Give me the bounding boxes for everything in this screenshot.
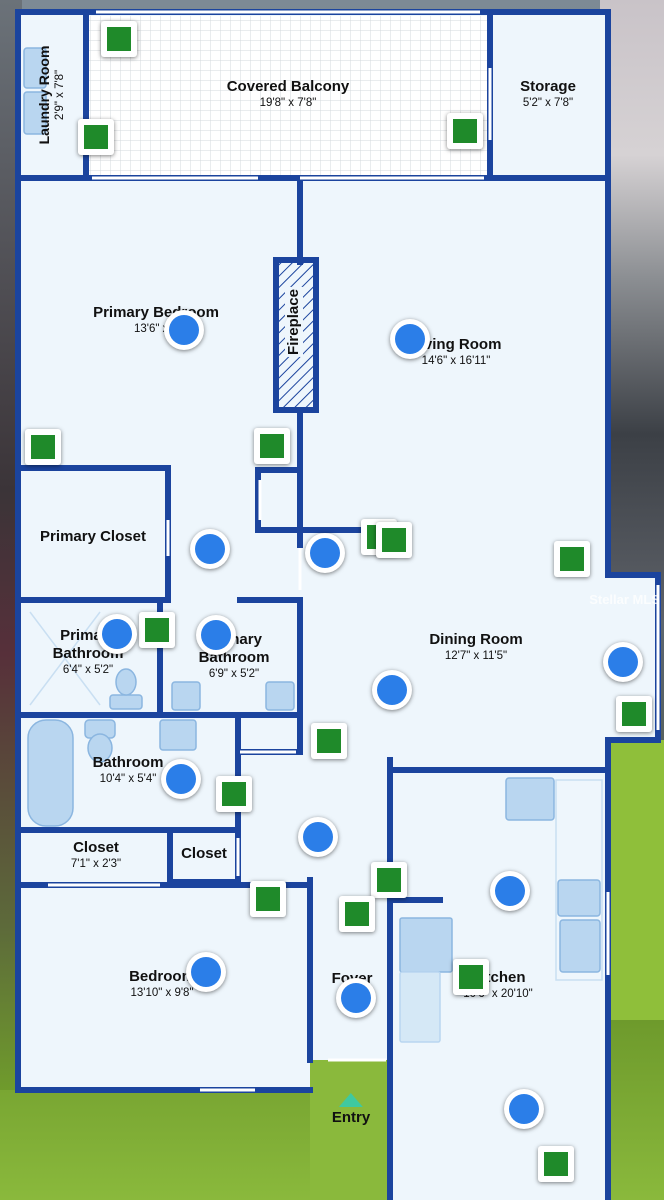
pano-marker[interactable] (190, 529, 230, 569)
pano-marker[interactable] (504, 1089, 544, 1129)
camera-icon (377, 868, 401, 892)
camera-icon (145, 618, 169, 642)
camera-icon (544, 1152, 568, 1176)
pano-marker[interactable] (603, 642, 643, 682)
photo-marker[interactable] (250, 881, 286, 917)
openings (48, 10, 660, 1092)
photo-marker[interactable] (554, 541, 590, 577)
photo-marker[interactable] (25, 429, 61, 465)
photo-marker[interactable] (339, 896, 375, 932)
photo-marker[interactable] (216, 776, 252, 812)
camera-icon (260, 434, 284, 458)
photo-marker[interactable] (453, 959, 489, 995)
photo-marker[interactable] (616, 696, 652, 732)
photo-marker[interactable] (538, 1146, 574, 1182)
pano-marker[interactable] (336, 978, 376, 1018)
pano-marker[interactable] (390, 319, 430, 359)
pano-dot-icon (509, 1094, 539, 1124)
camera-icon (256, 887, 280, 911)
camera-icon (459, 965, 483, 989)
pano-marker[interactable] (372, 670, 412, 710)
pano-dot-icon (341, 983, 371, 1013)
pano-marker[interactable] (305, 533, 345, 573)
pano-marker[interactable] (490, 871, 530, 911)
camera-icon (622, 702, 646, 726)
fixtures (23, 47, 603, 1043)
pano-marker[interactable] (196, 615, 236, 655)
pano-dot-icon (377, 675, 407, 705)
camera-icon (84, 125, 108, 149)
pano-dot-icon (102, 619, 132, 649)
camera-icon (345, 902, 369, 926)
pano-marker[interactable] (298, 817, 338, 857)
pano-marker[interactable] (161, 759, 201, 799)
pano-dot-icon (191, 957, 221, 987)
photo-marker[interactable] (311, 723, 347, 759)
fireplace (273, 257, 319, 413)
floors (18, 12, 658, 1200)
pano-dot-icon (395, 324, 425, 354)
pano-dot-icon (166, 764, 196, 794)
photo-marker[interactable] (254, 428, 290, 464)
photo-marker[interactable] (139, 612, 175, 648)
photo-marker[interactable] (78, 119, 114, 155)
pano-dot-icon (495, 876, 525, 906)
camera-icon (382, 528, 406, 552)
pano-dot-icon (201, 620, 231, 650)
pano-dot-icon (310, 538, 340, 568)
pano-dot-icon (303, 822, 333, 852)
camera-icon (107, 27, 131, 51)
photo-marker[interactable] (447, 113, 483, 149)
pano-dot-icon (169, 315, 199, 345)
camera-icon (222, 782, 246, 806)
camera-icon (560, 547, 584, 571)
pano-marker[interactable] (97, 614, 137, 654)
photo-marker[interactable] (371, 862, 407, 898)
photo-marker[interactable] (101, 21, 137, 57)
pano-dot-icon (195, 534, 225, 564)
camera-icon (31, 435, 55, 459)
entry-arrow-icon (339, 1093, 363, 1107)
pano-marker[interactable] (186, 952, 226, 992)
pano-dot-icon (608, 647, 638, 677)
photo-marker[interactable] (376, 522, 412, 558)
entry-label: Entry (331, 1109, 371, 1126)
entry-marker: Entry (332, 1093, 370, 1126)
watermark: Stellar MLS (589, 592, 660, 607)
camera-icon (453, 119, 477, 143)
pano-marker[interactable] (164, 310, 204, 350)
camera-icon (317, 729, 341, 753)
